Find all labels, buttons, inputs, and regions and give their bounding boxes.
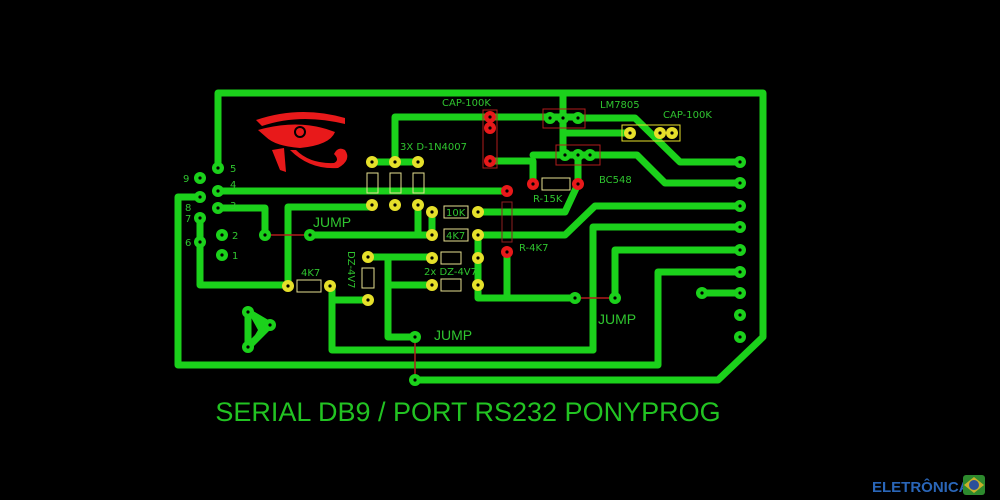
pad-hole	[505, 250, 509, 254]
pad-hole	[430, 233, 434, 237]
pad-hole	[700, 291, 704, 295]
pads	[194, 111, 746, 386]
pad-hole	[738, 181, 742, 185]
pad-hole	[576, 116, 580, 120]
bc548-label: BC548	[599, 175, 632, 186]
pad-hole	[488, 126, 492, 130]
pad-hole	[576, 153, 580, 157]
pad-hole	[476, 233, 480, 237]
pad-hole	[216, 166, 220, 170]
pad-hole	[573, 296, 577, 300]
jump-label-3: JUMP	[598, 311, 636, 327]
pad-hole	[738, 291, 742, 295]
pad-hole	[738, 225, 742, 229]
pad-hole	[738, 248, 742, 252]
pad-hole	[738, 160, 742, 164]
pad-hole	[263, 233, 267, 237]
pad-hole	[416, 160, 420, 164]
pad-hole	[488, 159, 492, 163]
pad-hole	[216, 206, 220, 210]
pad-hole	[366, 298, 370, 302]
pad-hole	[413, 378, 417, 382]
pad-hole	[430, 256, 434, 260]
pad-hole	[430, 283, 434, 287]
cap-100k-label: CAP-100K	[442, 98, 491, 109]
pad-hole	[198, 195, 202, 199]
pad-hole	[476, 283, 480, 287]
pad-hole	[738, 335, 742, 339]
pad-hole	[416, 203, 420, 207]
db9-pin-2: 2	[232, 231, 238, 242]
zener-pair-label: 2x DZ-4V7	[424, 267, 477, 278]
pad-hole	[198, 216, 202, 220]
pad-hole	[216, 189, 220, 193]
component-outlines	[296, 108, 681, 293]
pad-hole	[366, 255, 370, 259]
pad-hole	[505, 189, 509, 193]
db9-pin-8: 8	[185, 203, 191, 214]
pad-hole	[430, 210, 434, 214]
pad-hole	[588, 153, 592, 157]
pad-hole	[220, 253, 224, 257]
pad-hole	[286, 284, 290, 288]
r4k7-label: R-4K7	[519, 243, 548, 254]
svg-text:ELETRÔNICA: ELETRÔNICA	[872, 478, 970, 496]
pad-hole	[220, 233, 224, 237]
pad-hole	[413, 335, 417, 339]
jump-label-2: JUMP	[434, 327, 472, 343]
pad-hole	[393, 160, 397, 164]
db9-pin-7: 7	[185, 214, 191, 225]
pad-hole	[738, 313, 742, 317]
pad-hole	[531, 182, 535, 186]
silkscreen-labels: CAP-100K LM7805 CAP-100K 3X D-1N4007 BC5…	[183, 98, 712, 343]
jumper-wires	[265, 234, 615, 380]
pad-hole	[670, 131, 674, 135]
zener-label: DZ-4V7	[345, 251, 356, 289]
lm7805-label: LM7805	[600, 100, 640, 111]
r15k-label: R-15K	[533, 194, 563, 205]
db9-pin-6: 6	[185, 238, 191, 249]
res-4k7-label-2: 4K7	[301, 268, 320, 279]
pad-hole	[370, 203, 374, 207]
pad-hole	[246, 345, 250, 349]
pad-hole	[393, 203, 397, 207]
pad-hole	[738, 204, 742, 208]
pad-hole	[476, 210, 480, 214]
pad-hole	[613, 296, 617, 300]
pad-hole	[198, 240, 202, 244]
pad-hole	[561, 116, 565, 120]
db9-pin-5: 5	[230, 164, 236, 175]
db9-pin-9: 9	[183, 174, 189, 185]
pad-hole	[628, 131, 632, 135]
db9-pin-3: 3	[230, 201, 236, 212]
pad-hole	[548, 116, 552, 120]
cap-100k-label-2: CAP-100K	[663, 110, 712, 121]
res-10k-label: 10K	[446, 208, 466, 219]
pad-hole	[658, 131, 662, 135]
pad-hole	[738, 270, 742, 274]
jump-label-1: JUMP	[313, 214, 351, 230]
pad-hole	[198, 176, 202, 180]
eye-of-horus-logo	[256, 111, 348, 172]
pad-hole	[476, 256, 480, 260]
pad-hole	[328, 284, 332, 288]
diodes-label: 3X D-1N4007	[400, 142, 467, 153]
watermark-logo: ELETRÔNICA	[872, 475, 985, 496]
pad-hole	[246, 310, 250, 314]
pad-hole	[563, 153, 567, 157]
pad-hole	[308, 233, 312, 237]
board-title: SERIAL DB9 / PORT RS232 PONYPROG	[215, 397, 720, 427]
pad-hole	[488, 115, 492, 119]
pad-hole	[268, 323, 272, 327]
pad-hole	[576, 182, 580, 186]
res-4k7-label: 4K7	[446, 231, 465, 242]
pad-hole	[370, 160, 374, 164]
db9-pin-4: 4	[230, 180, 236, 191]
db9-pin-1: 1	[232, 251, 238, 262]
